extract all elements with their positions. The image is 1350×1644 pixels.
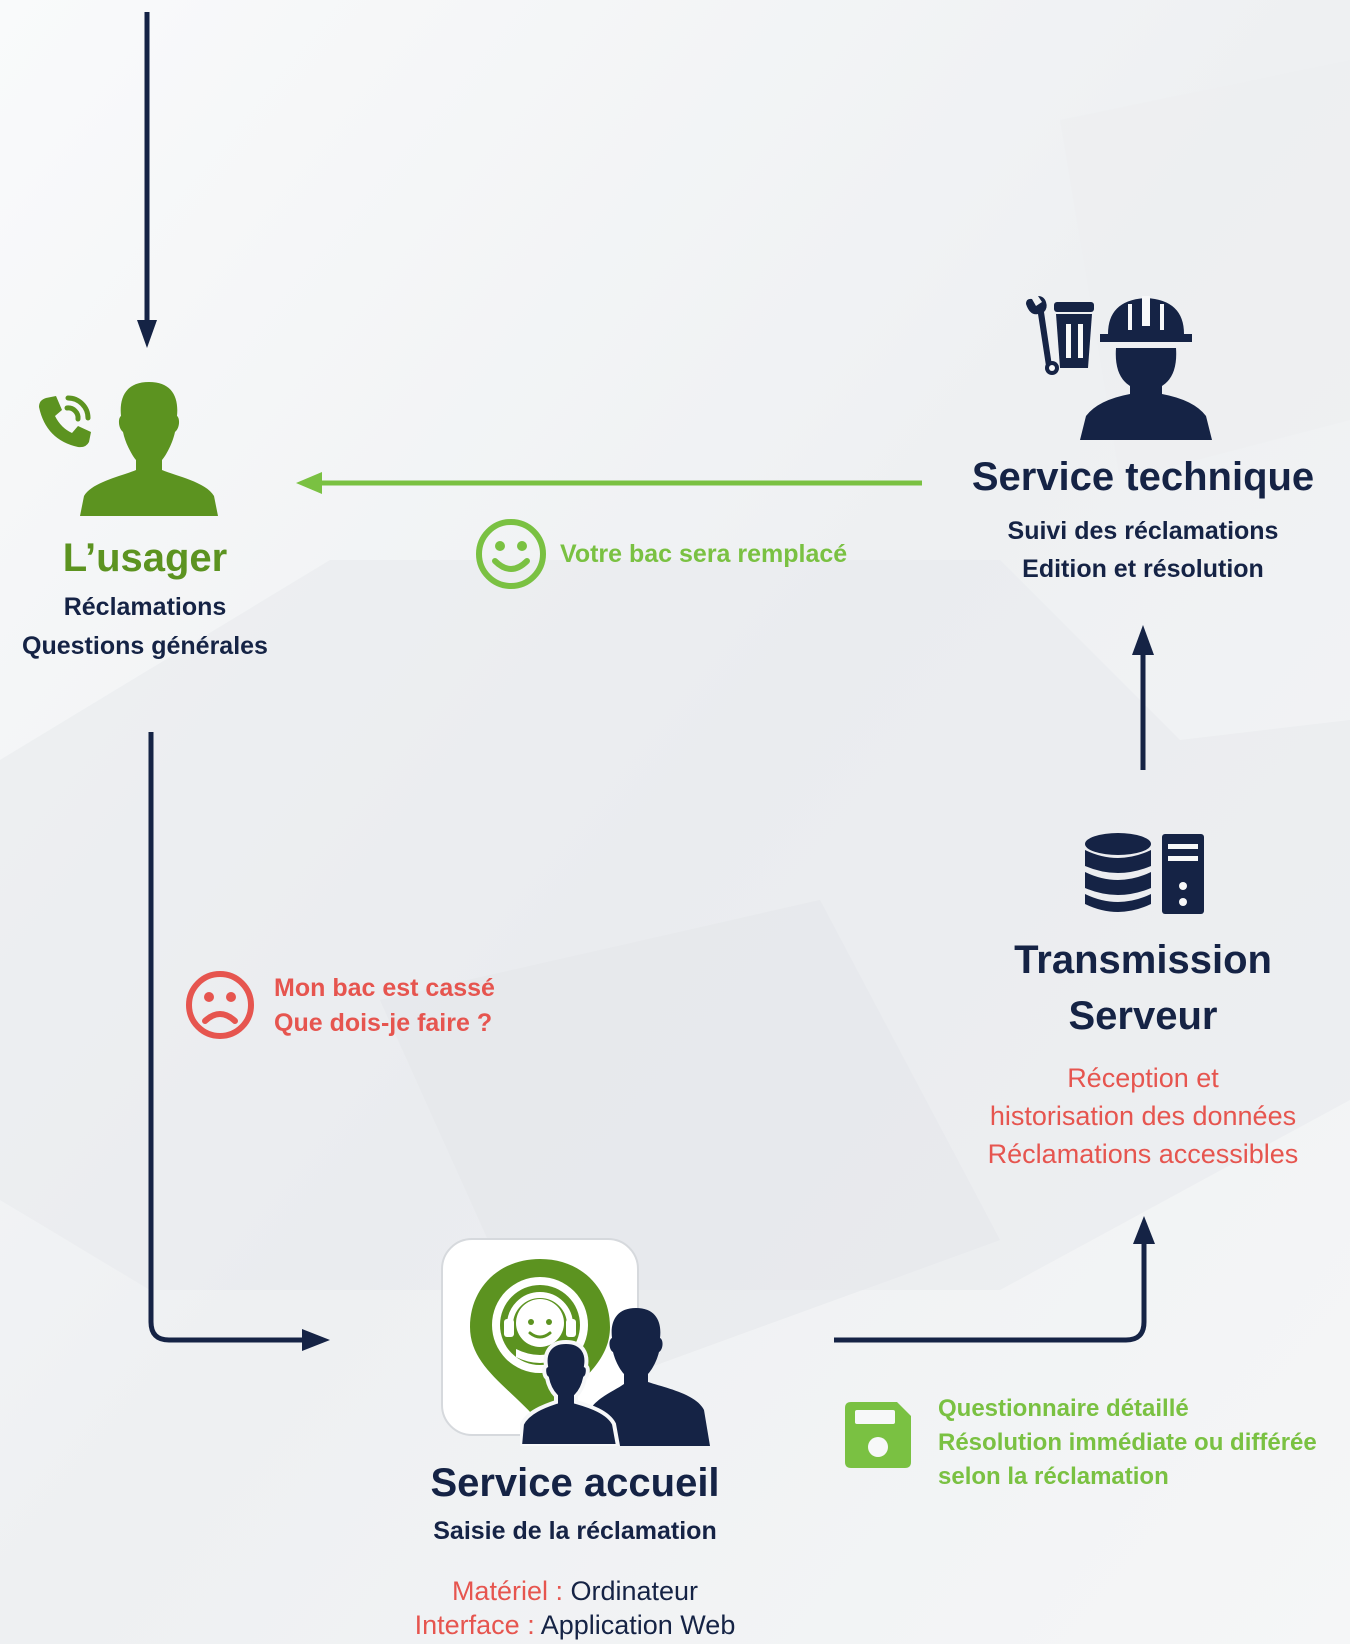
technique-line2: Edition et résolution [1022,555,1264,583]
serveur-desc-line1: Réception et [1067,1063,1219,1093]
interface-label: Interface : [414,1610,541,1640]
accueil-interface: Interface : Application Web [375,1607,775,1644]
serveur-title-line1: Transmission [1014,938,1272,982]
materiel-label: Matériel : [451,1576,571,1606]
accueil-title: Service accueil [430,1461,720,1505]
arrow-technique-to-usager [296,472,922,494]
arrow-serveur-to-technique [1132,625,1154,770]
serveur-title-line2: Serveur [1068,994,1218,1038]
accueil-subtitle: Saisie de la réclamation [433,1517,717,1545]
bin-repair-icon [1026,296,1094,375]
sad-message-line1: Mon bac est cassé [274,974,495,1002]
serveur-desc-line3: Réclamations accessibles [987,1139,1299,1169]
sad-message-line2: Que dois-je faire ? [274,1009,493,1037]
questionnaire-line1: Questionnaire détaillé [938,1395,1189,1422]
agents-icon [520,1308,710,1446]
phone-icon [39,395,91,448]
usager-line1: Réclamations [63,593,227,621]
database-server-icon [1085,833,1204,914]
smiley-happy-icon [476,519,546,589]
serveur-desc-line2: historisation des données [989,1101,1297,1131]
floppy-disk-icon [845,1402,911,1468]
questionnaire-line2: Résolution immédiate ou différée [938,1429,1317,1456]
technique-line1: Suivi des réclamations [1007,517,1279,545]
worker-icon [1080,296,1212,440]
usager-title: L’usager [62,536,228,580]
user-icon [80,382,218,516]
smiley-sad-icon [186,971,254,1039]
arrow-accueil-to-serveur [834,1216,1155,1343]
arrow-usager-to-accueil [148,732,330,1351]
technique-title: Service technique [971,455,1315,499]
questionnaire-line3: selon la réclamation [938,1463,1169,1490]
arrow-top-to-usager [137,12,157,348]
usager-line2: Questions générales [22,632,268,660]
interface-value: Application Web [540,1610,736,1640]
accueil-materiel: Matériel : Ordinateur [375,1573,775,1610]
happy-message: Votre bac sera remplacé [560,540,848,568]
materiel-value: Ordinateur [570,1576,699,1606]
